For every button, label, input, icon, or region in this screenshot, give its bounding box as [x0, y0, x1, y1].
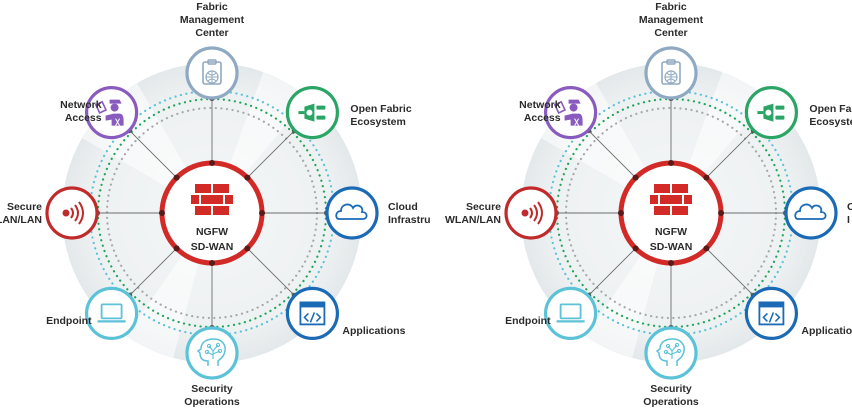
spoke-connector: [706, 129, 755, 178]
node-secure-wlan-lan[interactable]: [504, 186, 558, 240]
node-label-security-operations: Security Operations: [184, 383, 240, 408]
guard-id-icon: [553, 99, 583, 126]
laptop-icon: [97, 303, 126, 323]
plug-icon: [298, 103, 326, 122]
spoke-connector: [128, 248, 177, 297]
spoke-connector: [587, 129, 636, 178]
hub-label-line2: SD-WAN: [190, 241, 234, 253]
node-open-fabric-ecosystem[interactable]: [285, 85, 340, 140]
hub-label-line1: NGFW: [195, 226, 229, 238]
node-label-open-fabric-ecosystem: Open Fabri Ecosysten: [809, 102, 852, 128]
node-label-fabric-management-center: Fabric Management Center: [179, 1, 245, 39]
spoke-connector: [247, 248, 296, 297]
node-label-applications: Applications: [342, 325, 406, 338]
node-label-network-access: Network Access: [60, 98, 102, 124]
hub-label: NGFW SD-WAN: [191, 225, 234, 255]
node-label-cloud-infrastructure: C I: [847, 201, 852, 226]
node-label-open-fabric-ecosystem: Open Fabric Ecosystem: [350, 102, 412, 128]
ngfw-sdwan-hub[interactable]: [159, 160, 265, 266]
node-open-fabric-ecosystem[interactable]: [744, 85, 799, 140]
node-label-network-access: Network Access: [519, 98, 561, 124]
cloud-icon: [335, 203, 368, 220]
node-label-security-operations: Security Operations: [643, 383, 699, 408]
hub-label: NGFW SD-WAN: [650, 225, 693, 255]
wireless-signal-icon: [521, 201, 543, 225]
node-endpoint[interactable]: [84, 286, 139, 341]
node-fabric-management-center[interactable]: [644, 46, 698, 100]
spoke-connector: [247, 129, 296, 178]
node-cloud-infrastructure[interactable]: [784, 186, 838, 240]
clipboard-globe-icon: [202, 59, 222, 85]
guard-id-icon: [94, 99, 124, 126]
hub-label-line1: NGFW: [654, 226, 688, 238]
node-security-operations[interactable]: [644, 326, 698, 380]
cloud-icon: [794, 203, 827, 220]
node-applications[interactable]: [744, 286, 799, 341]
node-applications[interactable]: [285, 286, 340, 341]
node-label-endpoint: Endpoint: [46, 315, 92, 328]
code-window-icon: [299, 301, 326, 326]
firewall-brick-icon: [650, 184, 692, 215]
node-security-operations[interactable]: [185, 326, 239, 380]
brain-circuit-icon: [655, 338, 685, 366]
node-label-applications: Application: [801, 325, 852, 338]
clipboard-globe-icon: [661, 59, 681, 85]
node-label-endpoint: Endpoint: [505, 315, 551, 328]
node-network-access[interactable]: [543, 85, 598, 140]
spoke-connector: [128, 129, 177, 178]
node-endpoint[interactable]: [543, 286, 598, 341]
node-label-secure-wlan-lan: Secure WLAN/LAN: [445, 201, 501, 226]
spoke-connector: [587, 248, 636, 297]
node-label-cloud-infrastructure: Cloud Infrastru: [388, 201, 431, 226]
brain-circuit-icon: [196, 338, 226, 366]
node-label-fabric-management-center: Fabric Management Center: [638, 1, 704, 39]
node-cloud-infrastructure[interactable]: [325, 186, 379, 240]
laptop-icon: [556, 303, 585, 323]
ngfw-sdwan-hub[interactable]: [618, 160, 724, 266]
firewall-brick-icon: [191, 184, 233, 215]
node-fabric-management-center[interactable]: [185, 46, 239, 100]
diagram-canvas: [45, 46, 379, 380]
plug-icon: [757, 103, 785, 122]
node-network-access[interactable]: [84, 85, 139, 140]
code-window-icon: [758, 301, 785, 326]
node-secure-wlan-lan[interactable]: [45, 186, 99, 240]
spoke-connector: [706, 248, 755, 297]
node-label-secure-wlan-lan: Secure LAN/LAN: [0, 201, 42, 226]
hub-label-line2: SD-WAN: [649, 241, 693, 253]
diagram-canvas: [504, 46, 838, 380]
wireless-signal-icon: [62, 201, 84, 225]
